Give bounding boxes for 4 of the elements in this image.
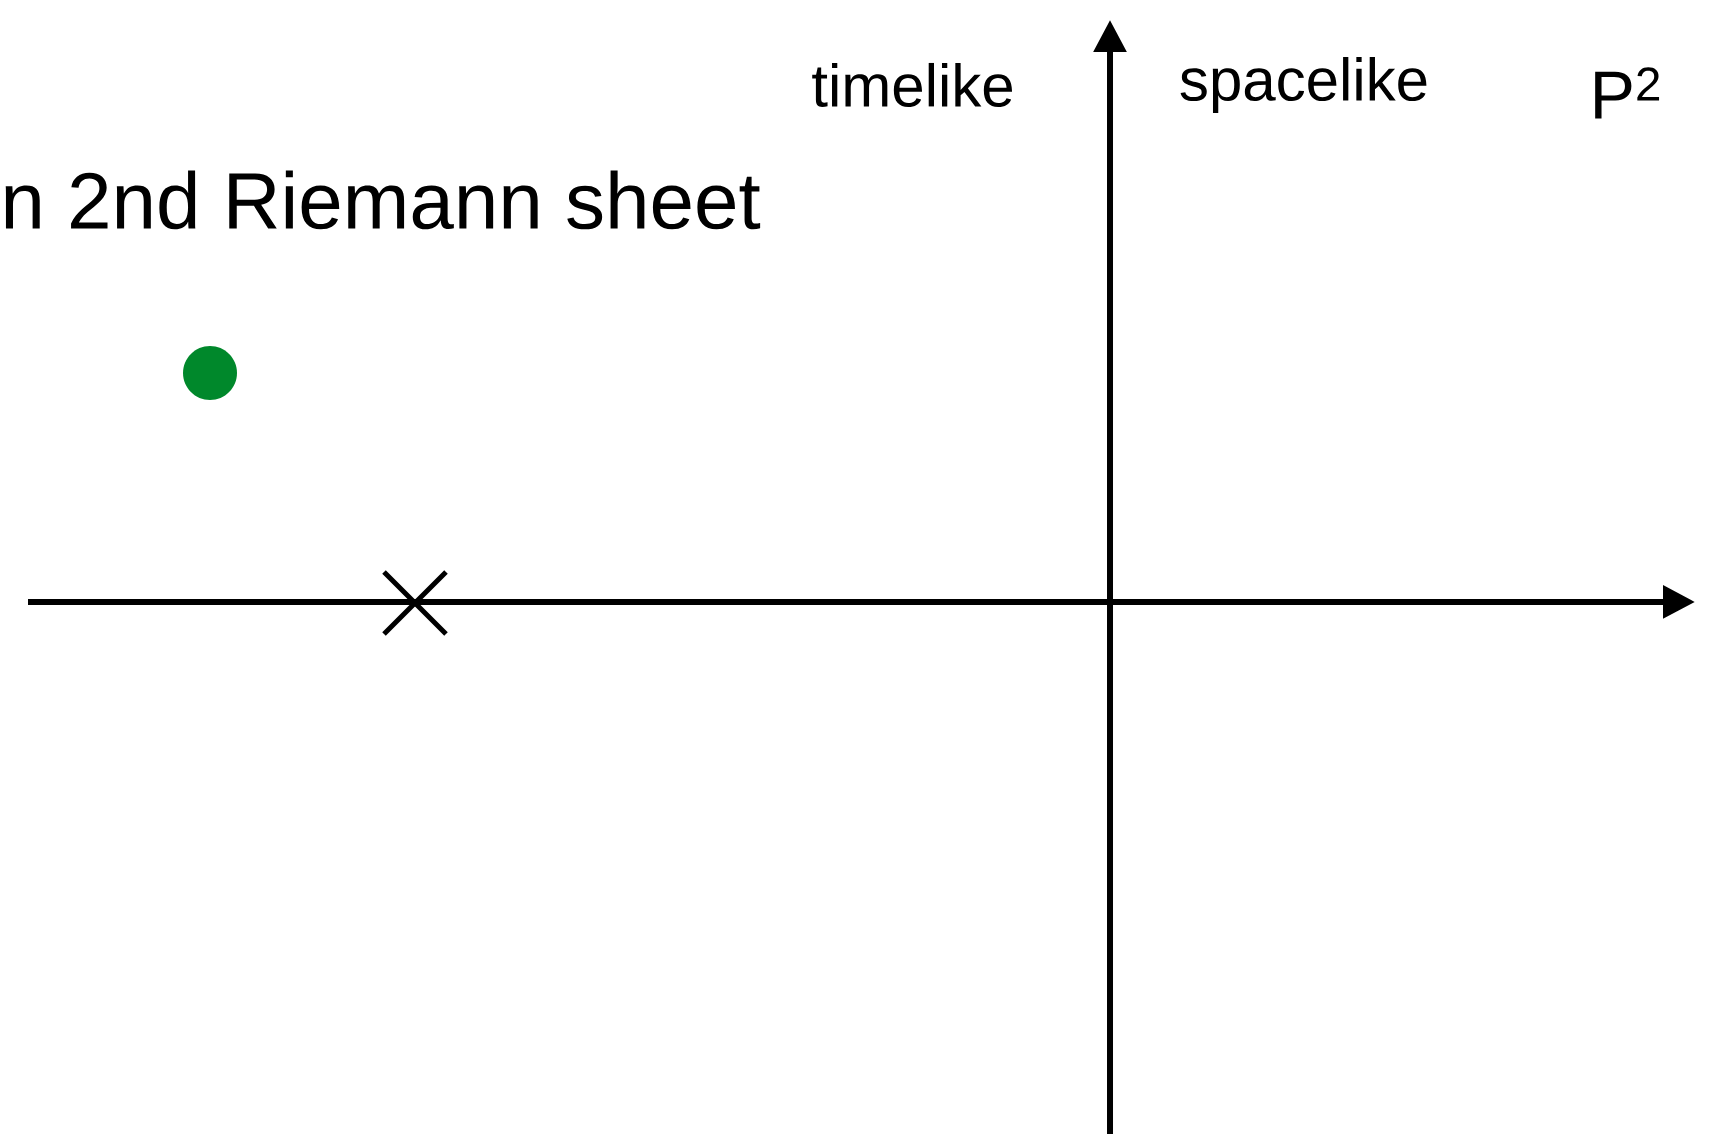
axis-label: timelike [812,62,1012,107]
axis-label: P$^{2}$ [1595,67,1660,119]
axis-label: n 2nd Riemann sheet [5,170,761,230]
axis-label: spacelike [1180,57,1427,113]
